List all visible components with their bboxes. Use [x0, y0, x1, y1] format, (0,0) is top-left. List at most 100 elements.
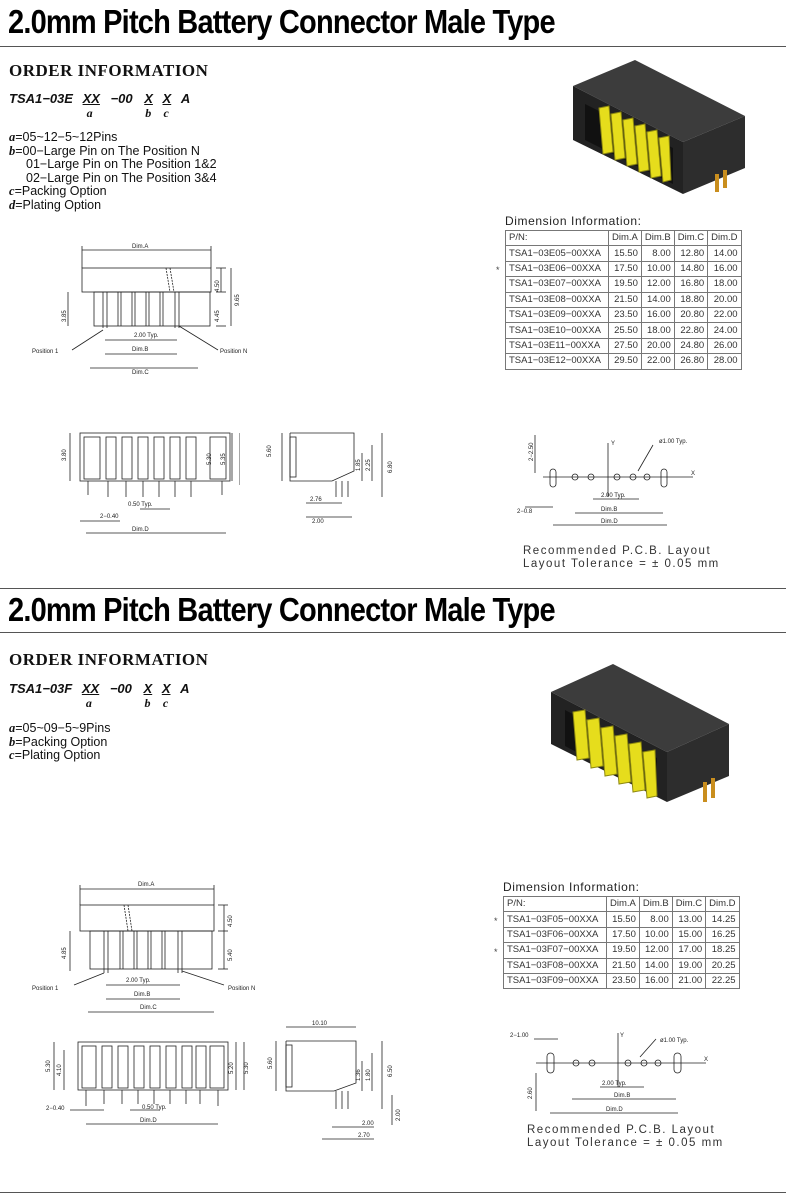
dim-label: Dim.A	[138, 882, 154, 888]
dim-label: 4.50	[215, 280, 221, 292]
top-view-drawing: Dim.A 2.00 Typ. Dim.B Dim.C Position 1 P…	[32, 882, 255, 1013]
dim-label: Dim.B	[614, 1093, 630, 1099]
dimension-heading: Dimension Information:	[503, 880, 640, 894]
dim-label: 2.60	[528, 1087, 534, 1099]
dim-label: Dim.D	[132, 527, 149, 533]
dim-label: Y	[611, 441, 615, 447]
option-line: b=Packing Option	[9, 734, 108, 749]
dim-label: Dim.D	[606, 1107, 623, 1113]
dim-label: 2.25	[366, 459, 372, 471]
dim-label: ø1.00 Typ.	[660, 1038, 689, 1044]
dim-label: 2.00 Typ.	[601, 493, 626, 499]
dim-label: 5.30	[244, 1062, 250, 1074]
dim-label: 2−0.40	[100, 514, 119, 520]
star-marker: *	[494, 947, 498, 957]
option-line: a=05~12−5~12Pins	[9, 130, 118, 144]
section-1-divider	[0, 46, 786, 47]
dim-label: 2.00 Typ.	[134, 333, 159, 339]
dim-label: 6.80	[388, 461, 394, 473]
dim-label: 2.00 Typ.	[602, 1081, 627, 1087]
section-1-title: 2.0mm Pitch Battery Connector Male Type	[8, 4, 556, 41]
dim-label: 4.10	[57, 1064, 63, 1076]
option-line: c=Plating Option	[9, 748, 101, 762]
dim-label: 4.50	[228, 915, 234, 927]
dim-label: Dim.B	[134, 992, 150, 998]
dim-label: 5.30	[46, 1060, 52, 1072]
dim-label: 2.76	[310, 497, 322, 503]
dim-label: Y	[620, 1033, 624, 1039]
pcb-caption: Recommended P.C.B. Layout Layout Toleran…	[527, 1124, 724, 1149]
dim-label: 5.60	[268, 1057, 274, 1069]
dim-label: 5.35	[221, 453, 227, 465]
order-heading: ORDER INFORMATION	[9, 61, 209, 80]
dim-label: 10.10	[312, 1021, 328, 1027]
dim-label: Dim.C	[132, 370, 149, 376]
front-view-drawing: 5.30 4.10 5.20 5.30 2−0.40 0.50 Typ. Dim…	[46, 1041, 250, 1125]
dim-label: Dim.B	[601, 507, 617, 513]
dim-label: 2−0.8	[517, 509, 533, 515]
side-view-drawing: 10.10 5.60 1.36 1.80 6.50 2.00 2.70 2.00	[268, 1021, 402, 1140]
pcb-layout-drawing: Y X ø1.00 Typ. 2−1.00 2.60 2.00 Typ. Dim…	[510, 1033, 708, 1114]
dim-label: 1.36	[356, 1069, 362, 1081]
dim-label: Dim.D	[140, 1118, 157, 1124]
dim-label: Dim.D	[601, 519, 618, 525]
dimension-table: P/N: Dim.A Dim.B Dim.C Dim.D TSA1−03E05−…	[505, 229, 742, 370]
dim-label: 2−1.00	[510, 1033, 529, 1039]
star-marker: *	[494, 916, 498, 926]
dim-label: 5.20	[229, 1062, 235, 1074]
option-line: 01−Large Pin on The Position 1&2	[26, 157, 217, 171]
connector-3d-illustration	[551, 664, 729, 802]
pcb-caption: Recommended P.C.B. Layout Layout Toleran…	[523, 545, 720, 570]
star-marker: *	[496, 265, 500, 275]
bottom-rule	[0, 1192, 786, 1193]
dim-label: 2.00	[312, 519, 324, 525]
dim-label: 2.00	[362, 1121, 374, 1127]
top-view-drawing: Dim.A 2.00 Typ. Dim.B Dim.C Position 1 P…	[32, 244, 247, 376]
dim-label: 2.00 Typ.	[126, 978, 151, 984]
dim-label: Position N	[228, 986, 255, 992]
dim-label: 5.60	[267, 445, 273, 457]
dim-label: 1.80	[366, 1069, 372, 1081]
dim-label: 4.85	[62, 947, 68, 959]
dim-label: 5.40	[228, 949, 234, 961]
dimension-heading: Dimension Information:	[505, 214, 642, 228]
dim-label: Dim.B	[132, 347, 148, 353]
side-view-drawing: 5.60 1.85 2.25 6.80 2.76 2.00	[267, 432, 394, 525]
order-options: a=05~12−5~12Pins b=00−Large Pin on The P…	[9, 130, 217, 212]
section-2-divider	[0, 632, 786, 633]
dim-label: 2−2.50	[529, 442, 535, 461]
dim-label: X	[691, 471, 695, 477]
section-separator	[0, 588, 786, 589]
front-view-drawing: 3.80 5.30 5.35 0.50 Typ. 2−0.40 Dim.D	[62, 432, 240, 534]
dim-label: 9.65	[235, 294, 241, 306]
dimension-table: P/N: Dim.A Dim.B Dim.C Dim.D TSA1−03F05−…	[503, 895, 740, 990]
connector-3d-illustration	[573, 60, 745, 194]
table-header-row: P/N: Dim.A Dim.B Dim.C Dim.D	[503, 895, 740, 913]
order-options: a=05~09−5~9Pins b=Packing Option c=Plati…	[9, 721, 110, 763]
table-header-row: P/N: Dim.A Dim.B Dim.C Dim.D	[505, 229, 742, 247]
dim-label: 3.80	[62, 449, 68, 461]
dim-label: Dim.C	[140, 1005, 157, 1011]
pcb-layout-drawing: Y X ø1.00 Typ. 2−2.50 2−0.8 2.00 Typ. Di…	[517, 435, 695, 526]
dim-label: Dim.A	[132, 244, 148, 250]
option-line: 02−Large Pin on The Position 3&4	[26, 170, 217, 185]
dim-label: 2.00	[396, 1109, 402, 1121]
dim-label: 2−0.40	[46, 1106, 65, 1112]
dim-label: 0.50 Typ.	[128, 502, 153, 508]
dim-label: Position N	[220, 349, 247, 355]
dim-label: 0.50 Typ.	[142, 1105, 167, 1111]
dim-label: Position 1	[32, 986, 59, 992]
